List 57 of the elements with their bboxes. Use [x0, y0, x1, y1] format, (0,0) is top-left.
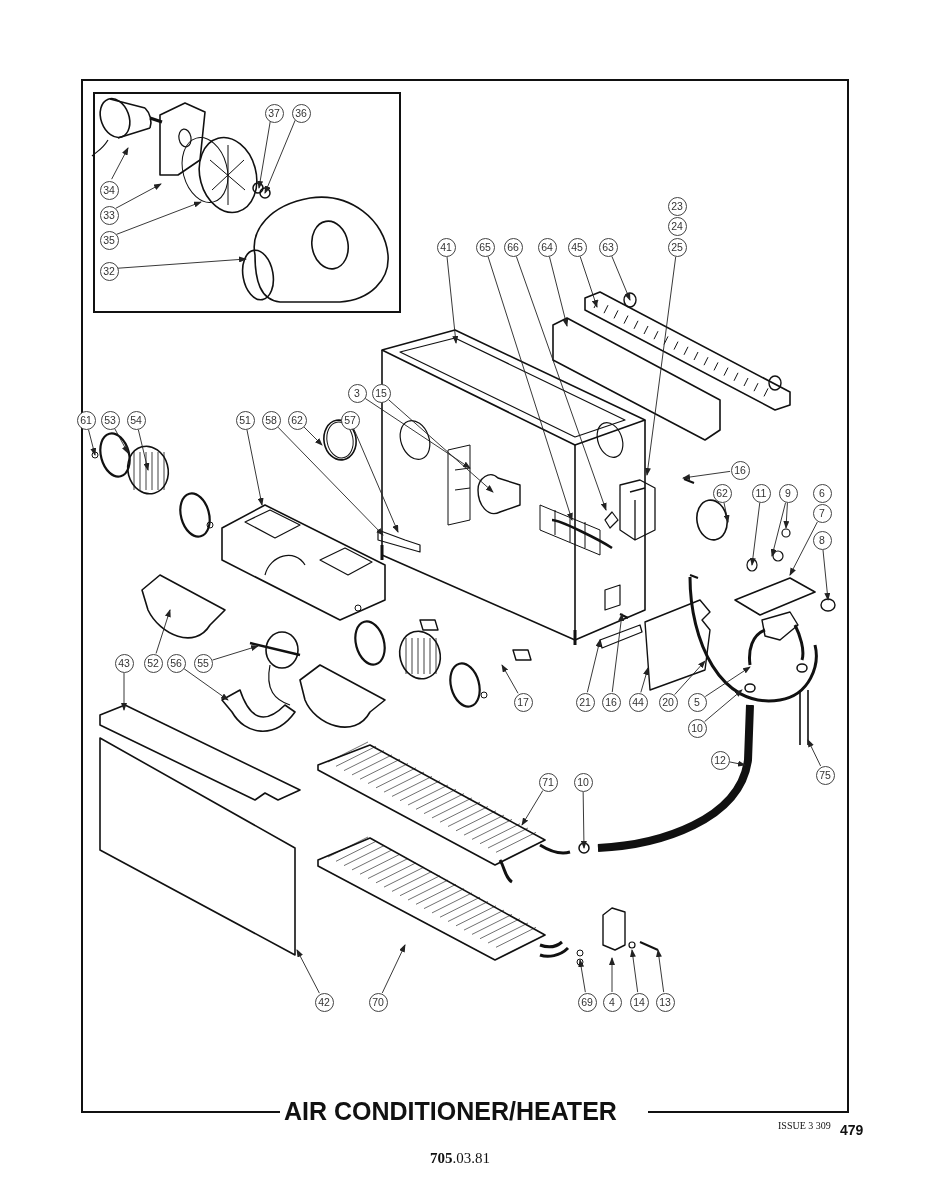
callout-number: 15	[371, 383, 391, 403]
callout-number: 10	[573, 772, 593, 792]
callout-number: 71	[538, 772, 558, 792]
callout-number: 17	[513, 692, 533, 712]
callout-number: 55	[193, 653, 213, 673]
callout-number: 16	[601, 692, 621, 712]
callout-number: 24	[667, 216, 687, 236]
callout-number: 36	[291, 103, 311, 123]
callout-number: 3	[347, 383, 367, 403]
callout-number: 53	[100, 410, 120, 430]
callout-number: 51	[235, 410, 255, 430]
diagram-title: AIR CONDITIONER/HEATER	[284, 1097, 617, 1126]
callout-number: 10	[687, 718, 707, 738]
callout-number: 45	[567, 237, 587, 257]
inset-frame	[93, 92, 401, 313]
callout-number: 61	[76, 410, 96, 430]
callout-number: 62	[287, 410, 307, 430]
callout-number: 69	[577, 992, 597, 1012]
callout-number: 21	[575, 692, 595, 712]
callout-number: 20	[658, 692, 678, 712]
callout-number: 34	[99, 180, 119, 200]
callout-number: 11	[751, 483, 771, 503]
callout-number: 5	[687, 692, 707, 712]
callout-number: 43	[114, 653, 134, 673]
callout-number: 66	[503, 237, 523, 257]
callout-number: 44	[628, 692, 648, 712]
callout-number: 14	[629, 992, 649, 1012]
callout-number: 33	[99, 205, 119, 225]
callout-number: 9	[778, 483, 798, 503]
callout-number: 62	[712, 483, 732, 503]
callout-number: 41	[436, 237, 456, 257]
callout-number: 12	[710, 750, 730, 770]
callout-number: 6	[812, 483, 832, 503]
issue-note: ISSUE 3 309	[778, 1120, 831, 1131]
callout-number: 64	[537, 237, 557, 257]
callout-number: 25	[667, 237, 687, 257]
callout-number: 35	[99, 230, 119, 250]
callout-number: 4	[602, 992, 622, 1012]
callout-number: 70	[368, 992, 388, 1012]
callout-number: 8	[812, 530, 832, 550]
callout-number: 54	[126, 410, 146, 430]
callout-number: 57	[340, 410, 360, 430]
callout-number: 63	[598, 237, 618, 257]
callout-number: 65	[475, 237, 495, 257]
callout-number: 37	[264, 103, 284, 123]
callout-number: 42	[314, 992, 334, 1012]
callout-number: 13	[655, 992, 675, 1012]
callout-number: 7	[812, 503, 832, 523]
callout-number: 23	[667, 196, 687, 216]
callout-number: 56	[166, 653, 186, 673]
callout-number: 52	[143, 653, 163, 673]
page-number: 479	[840, 1122, 864, 1138]
callout-number: 58	[261, 410, 281, 430]
callout-number: 16	[730, 460, 750, 480]
document-number: 705.03.81	[430, 1150, 490, 1167]
callout-number: 75	[815, 765, 835, 785]
callout-number: 32	[99, 261, 119, 281]
